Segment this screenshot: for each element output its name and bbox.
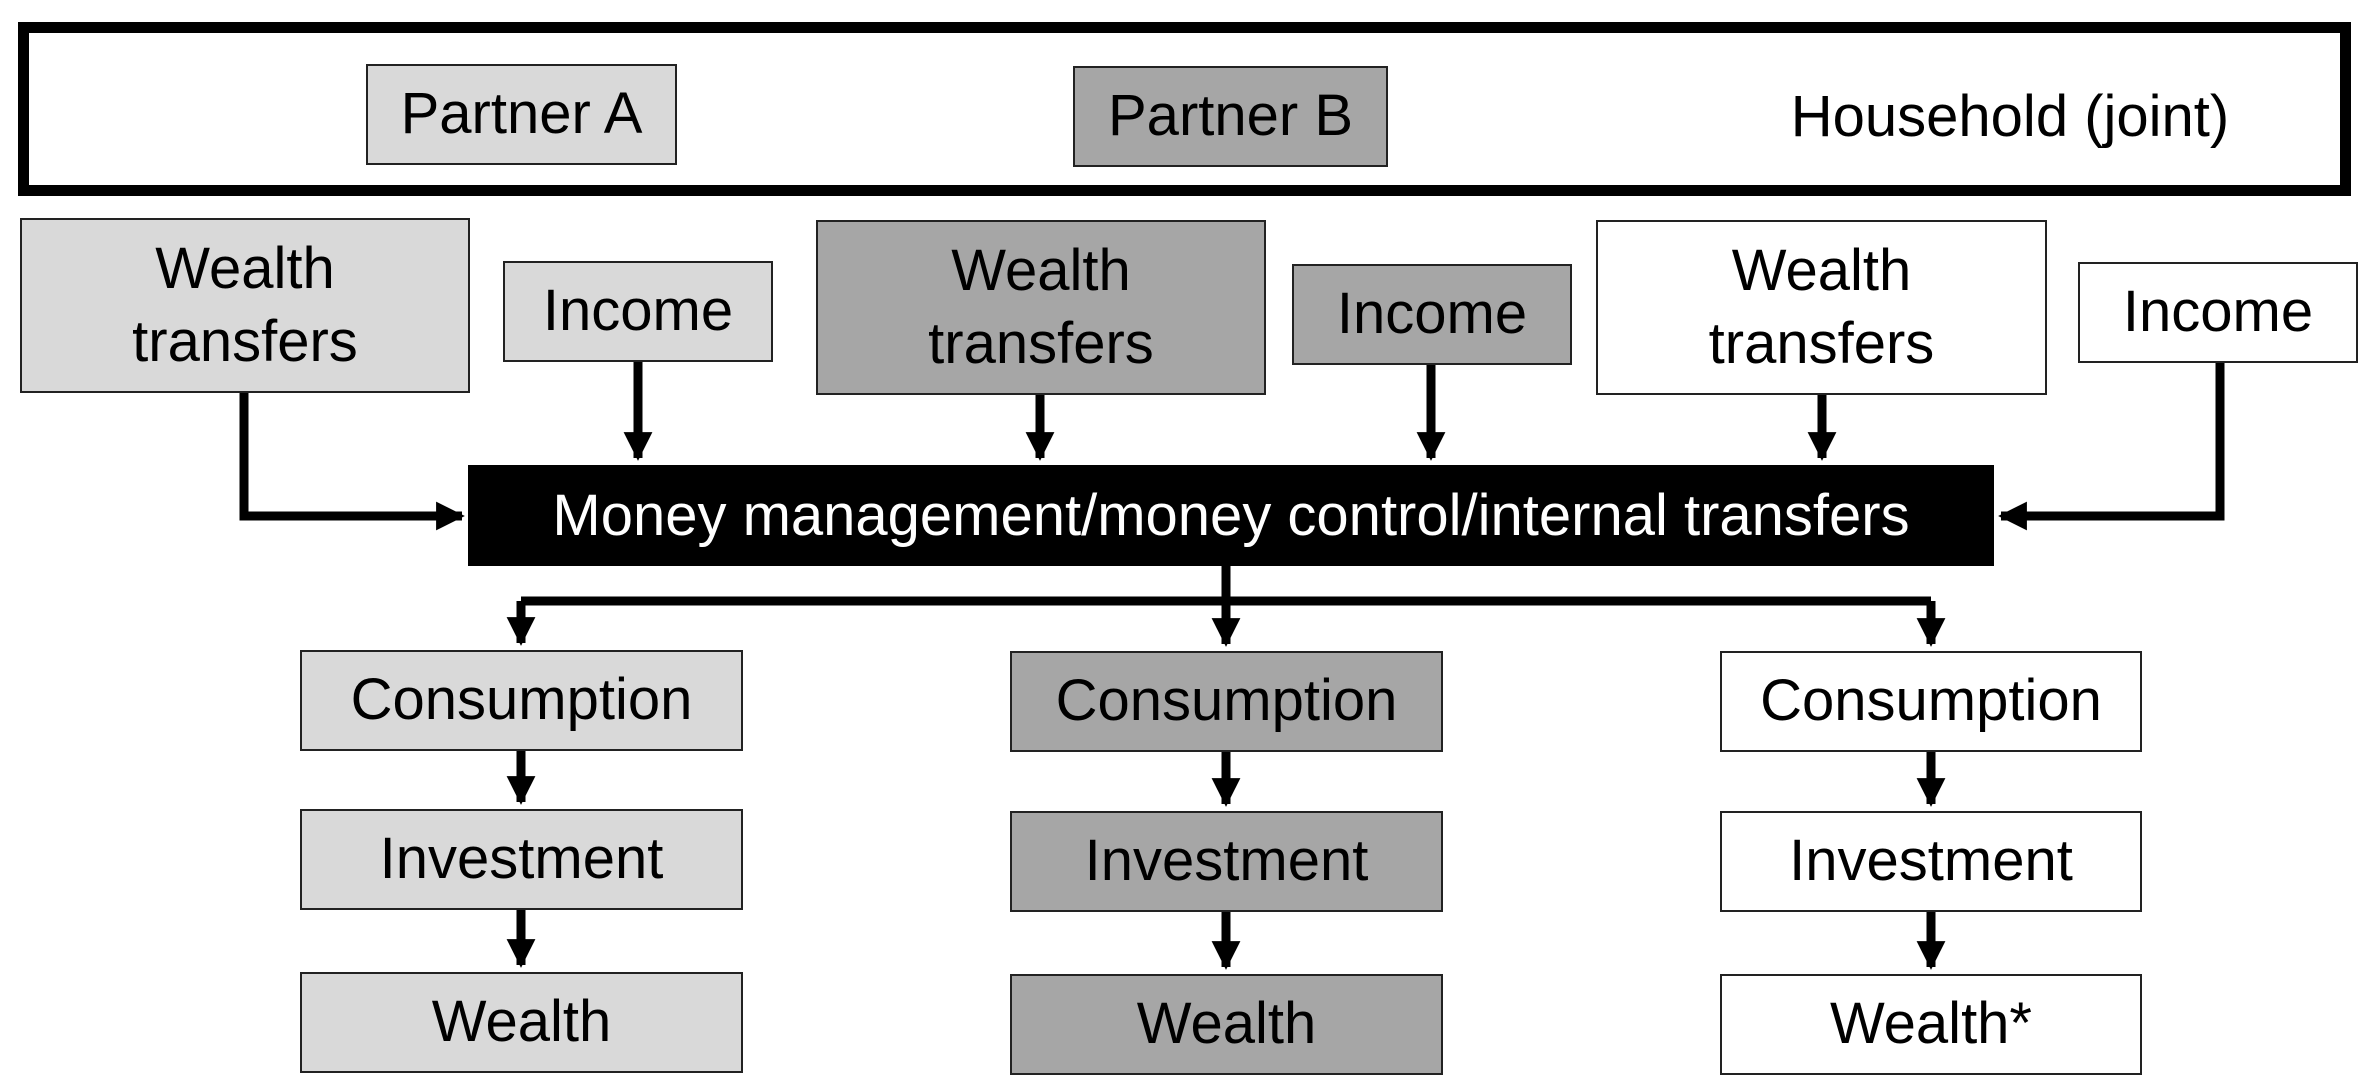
legend-partner-b: Partner B [1073,66,1388,167]
partner-a-consumption: Consumption [300,650,743,751]
partner-a-income: Income [503,261,773,362]
legend-household: Household (joint) [1790,83,2230,149]
partner-b-investment: Investment [1010,811,1443,912]
partner-b-income: Income [1292,264,1572,365]
partner-a-wealth-transfers: Wealth transfers [20,218,470,393]
legend-frame [18,22,2351,196]
household-income: Income [2078,262,2358,363]
household-wealth-transfers: Wealth transfers [1596,220,2047,395]
household-investment: Investment [1720,811,2142,912]
partner-b-wealth-transfers: Wealth transfers [816,220,1266,395]
partner-a-wealth: Wealth [300,972,743,1073]
household-consumption: Consumption [1720,651,2142,752]
partner-b-wealth: Wealth [1010,974,1443,1075]
partner-b-consumption: Consumption [1010,651,1443,752]
partner-a-investment: Investment [300,809,743,910]
legend-partner-a: Partner A [366,64,677,165]
money-management-box: Money management/money control/internal … [468,465,1994,566]
household-wealth: Wealth* [1720,974,2142,1075]
arrow-partner-a-wealth-transfers [239,393,465,531]
arrow-household-income [1998,363,2225,531]
